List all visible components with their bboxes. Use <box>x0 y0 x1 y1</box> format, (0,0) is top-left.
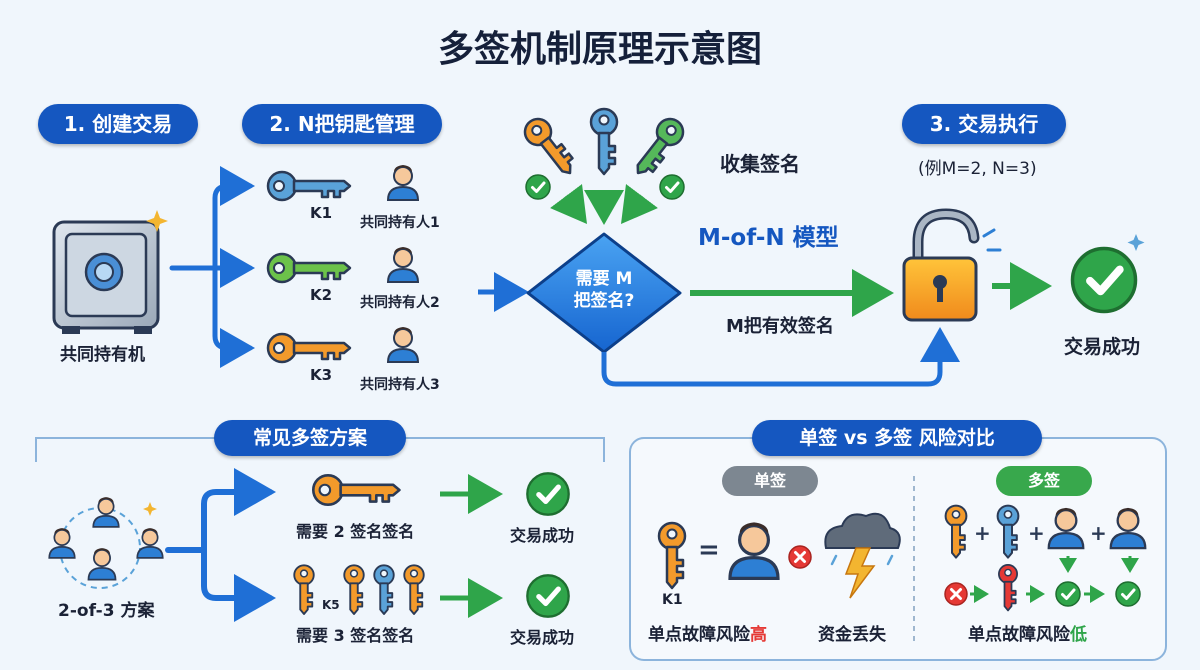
single-sig-tag: 单签 <box>722 466 818 496</box>
model-label: M-of-N 模型 <box>698 225 839 251</box>
decision-text-line-2: 把签名? <box>573 291 635 311</box>
collect-label: 收集签名 <box>720 152 800 176</box>
key-label-k3: K3 <box>310 366 333 384</box>
single-fail-x-icon <box>787 544 813 570</box>
decision-text: 需要 M 把签名? <box>548 268 660 312</box>
collect-check-icon-1 <box>524 173 552 201</box>
key-label-k1: K1 <box>310 204 333 222</box>
owner-label-2: 共同持有人2 <box>360 295 440 311</box>
key-icon-k2 <box>266 252 352 284</box>
scheme-row-2-result: 交易成功 <box>510 628 575 647</box>
vault-label: 共同持有机 <box>60 345 145 365</box>
multi-down-arrows <box>1059 556 1139 573</box>
branch-arrows <box>169 166 255 368</box>
success-label: 交易成功 <box>1064 336 1141 358</box>
scheme-label: 2-of-3 方案 <box>58 601 155 621</box>
multi-risk-level: 低 <box>1070 625 1087 645</box>
scheme-branch-arrows <box>165 468 276 622</box>
scheme-row-1-result: 交易成功 <box>510 526 575 545</box>
scheme-row-2-text: 需要 3 签名签名 <box>296 626 415 645</box>
execute-example: (例M=2, N=3) <box>918 159 1037 179</box>
step-execute-badge: 3. 交易执行 <box>902 104 1066 144</box>
key-icon-k3 <box>266 332 352 364</box>
scheme-row-2-key-tag: K5 <box>322 598 340 612</box>
arrow-loop <box>601 327 960 387</box>
step-create-badge: 1. 创建交易 <box>38 104 198 144</box>
single-risk-text: 单点故障风险高 <box>648 620 767 645</box>
collected-key-orange-icon <box>518 112 582 183</box>
multi-risk-prefix: 单点故障风险 <box>968 625 1070 645</box>
collect-arrows <box>550 184 658 225</box>
single-key-label: K1 <box>662 592 683 608</box>
owner-icon-2 <box>387 246 419 283</box>
multi-sig-tag: 多签 <box>996 466 1092 496</box>
key-label-k2: K2 <box>310 286 333 304</box>
owner-icon-1 <box>387 164 419 201</box>
collected-key-blue-icon <box>589 107 619 176</box>
multi-risk-text: 单点故障风险低 <box>968 620 1087 645</box>
multi-bottom-row-icons <box>943 564 1142 612</box>
storm-cloud-icon <box>824 512 901 599</box>
vault-icon <box>52 210 168 334</box>
owner-icon-3 <box>387 326 419 363</box>
svg-text:+: + <box>974 521 991 545</box>
single-risk-prefix: 单点故障风险 <box>648 625 750 645</box>
success-check-icon <box>1073 249 1136 312</box>
single-loss-text: 资金丢失 <box>818 625 886 645</box>
valid-signatures-label: M把有效签名 <box>726 316 834 337</box>
step-manage-badge: 2. N把钥匙管理 <box>242 104 442 144</box>
unlocked-padlock-icon <box>902 208 1002 322</box>
decision-text-line-1: 需要 M <box>575 269 633 289</box>
group-icon <box>48 496 164 589</box>
scheme-key-icon <box>311 473 401 507</box>
multi-top-row-icons: + + + <box>944 504 1147 559</box>
page-title: 多签机制原理示意图 <box>437 29 762 70</box>
svg-text:=: = <box>698 535 720 565</box>
schemes-panel-frame <box>35 437 605 462</box>
svg-text:+: + <box>1090 521 1107 545</box>
scheme-row-1-text: 需要 2 签名签名 <box>296 522 415 541</box>
collected-key-green-icon <box>626 112 690 183</box>
schemes-title-badge: 常见多签方案 <box>214 420 406 456</box>
single-risk-level: 高 <box>750 625 767 645</box>
scheme-check-icon-1 <box>527 473 568 514</box>
owner-label-1: 共同持有人1 <box>360 215 440 231</box>
svg-text:+: + <box>1028 521 1045 545</box>
collect-check-icon-2 <box>658 173 686 201</box>
compare-title-badge: 单签 vs 多签 风险对比 <box>752 420 1042 456</box>
scheme-keys-group-icon <box>293 564 425 615</box>
scheme-check-icon-2 <box>527 575 568 616</box>
key-icon-k1 <box>266 170 352 202</box>
owner-label-3: 共同持有人3 <box>360 377 440 393</box>
